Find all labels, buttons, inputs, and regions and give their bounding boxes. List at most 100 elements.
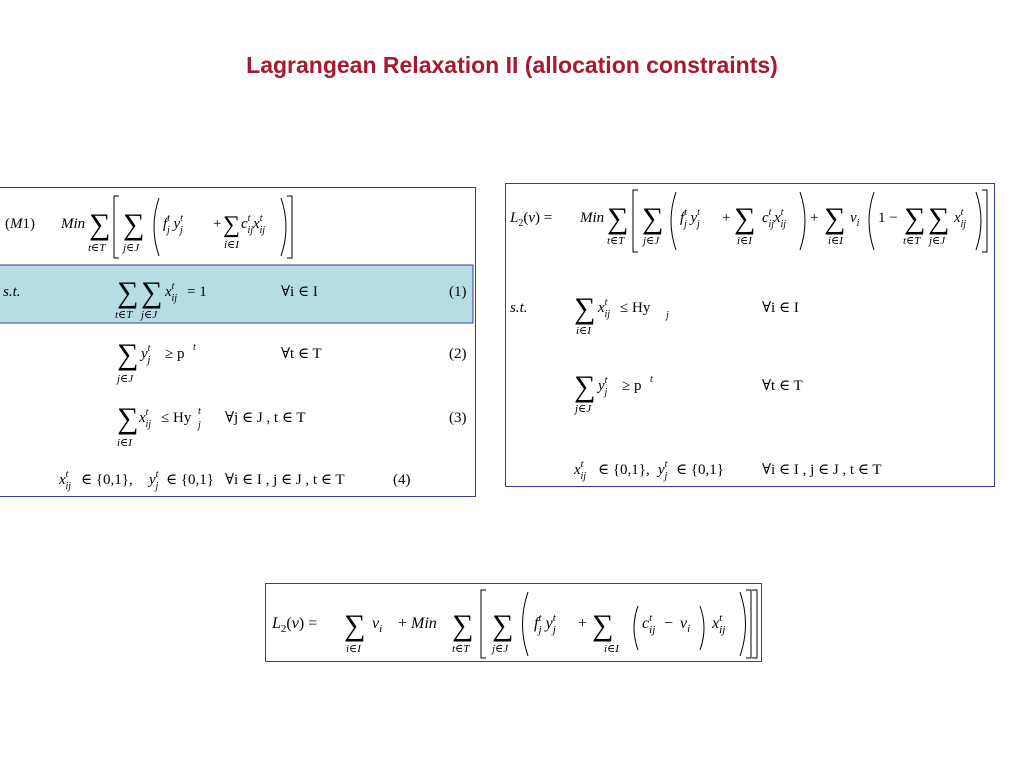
constraint-2-quantifier: ∀t ∈ T — [281, 346, 322, 362]
sum-symbol: ∑ — [117, 276, 138, 309]
plus-sign: + — [810, 210, 818, 226]
right-paren — [280, 197, 287, 257]
right-bracket — [746, 589, 752, 659]
subscript-j: j — [196, 420, 201, 431]
constraint-2-number: (2) — [449, 346, 467, 362]
superscript-t: t — [198, 406, 201, 417]
capacity-quantifier: ∀i ∈ I — [762, 300, 799, 316]
sum-index: t∈T — [88, 242, 106, 254]
multiplier-term: vi — [372, 615, 382, 635]
constraint-3-rhs: ≤ Hy — [161, 410, 192, 426]
left-paren — [153, 197, 160, 257]
sum-index: i∈I — [576, 325, 592, 337]
sum-symbol: ∑ — [574, 292, 595, 325]
sum-index: i∈I — [224, 239, 240, 251]
left-bracket — [632, 189, 638, 253]
constraint-3-number: (3) — [449, 410, 467, 426]
sum-index: t∈T — [452, 643, 470, 655]
st-label: s.t. — [3, 284, 21, 300]
minus-sign: − — [664, 615, 673, 632]
constraint-1-quantifier: ∀i ∈ I — [281, 284, 318, 300]
sum-index: j∈J — [115, 373, 134, 385]
sum-symbol: ∑ — [734, 202, 755, 235]
right-bracket — [287, 195, 293, 259]
sum-index: i∈I — [346, 643, 362, 655]
sum-index: i∈I — [828, 235, 844, 247]
superscript-t: t — [193, 342, 196, 353]
sum-symbol: ∑ — [492, 609, 513, 642]
sum-index: j∈J — [490, 643, 509, 655]
left-paren — [670, 191, 677, 251]
right-paren — [799, 191, 806, 251]
constraint-1-highlight — [0, 264, 474, 324]
capacity-rhs: ≤ Hy — [620, 300, 651, 316]
constraint-4-quantifier: ∀i ∈ I , j ∈ J , t ∈ T — [225, 472, 345, 488]
right-paren — [739, 591, 746, 657]
constraint-3-quantifier: ∀j ∈ J , t ∈ T — [225, 410, 306, 426]
sum-index: j∈J — [573, 403, 592, 415]
left-bracket — [113, 195, 119, 259]
demand-quantifier: ∀t ∈ T — [762, 378, 803, 394]
one-minus: 1 − — [878, 210, 898, 226]
constraint-4-number: (4) — [393, 472, 411, 488]
sum-symbol: ∑ — [642, 202, 663, 235]
subscript-j: j — [664, 310, 669, 321]
superscript-t: t — [650, 374, 653, 385]
sum-symbol: ∑ — [904, 202, 925, 235]
sum-index: j∈J — [121, 242, 140, 254]
sum-index: i∈I — [117, 437, 133, 449]
objective-min: Min — [60, 216, 85, 232]
sum-index: t∈T — [115, 309, 133, 321]
left-paren — [522, 591, 529, 657]
left-paren — [633, 605, 639, 651]
slide-title: Lagrangean Relaxation II (allocation con… — [246, 52, 778, 78]
sum-symbol: ∑ — [592, 609, 613, 642]
sum-index: j∈J — [139, 309, 158, 321]
right-paren — [699, 605, 705, 651]
sum-symbol: ∑ — [574, 370, 595, 403]
sum-symbol: ∑ — [117, 402, 138, 435]
binary-domain-y: ∈ {0,1} — [166, 472, 214, 488]
sum-symbol: ∑ — [928, 202, 949, 235]
binary-quantifier: ∀i ∈ I , j ∈ J , t ∈ T — [762, 462, 882, 478]
right-bracket — [982, 189, 988, 253]
sum-symbol: ∑ — [344, 609, 365, 642]
right-paren — [975, 191, 982, 251]
sum-index: j∈J — [927, 235, 946, 247]
multiplier-var: vi — [680, 615, 690, 635]
sum-symbol: ∑ — [141, 276, 162, 309]
sum-index: t∈T — [607, 235, 625, 247]
binary-domain-x: ∈ {0,1}, — [81, 472, 133, 488]
plus-sign: + — [722, 210, 730, 226]
constraint-1-number: (1) — [449, 284, 467, 300]
binary-domain-x: ∈ {0,1}, — [598, 462, 650, 478]
right-bracket — [752, 589, 758, 659]
sum-symbol: ∑ — [89, 208, 110, 241]
sum-symbol: ∑ — [607, 202, 628, 235]
demand-rhs: ≥ p — [622, 378, 641, 394]
